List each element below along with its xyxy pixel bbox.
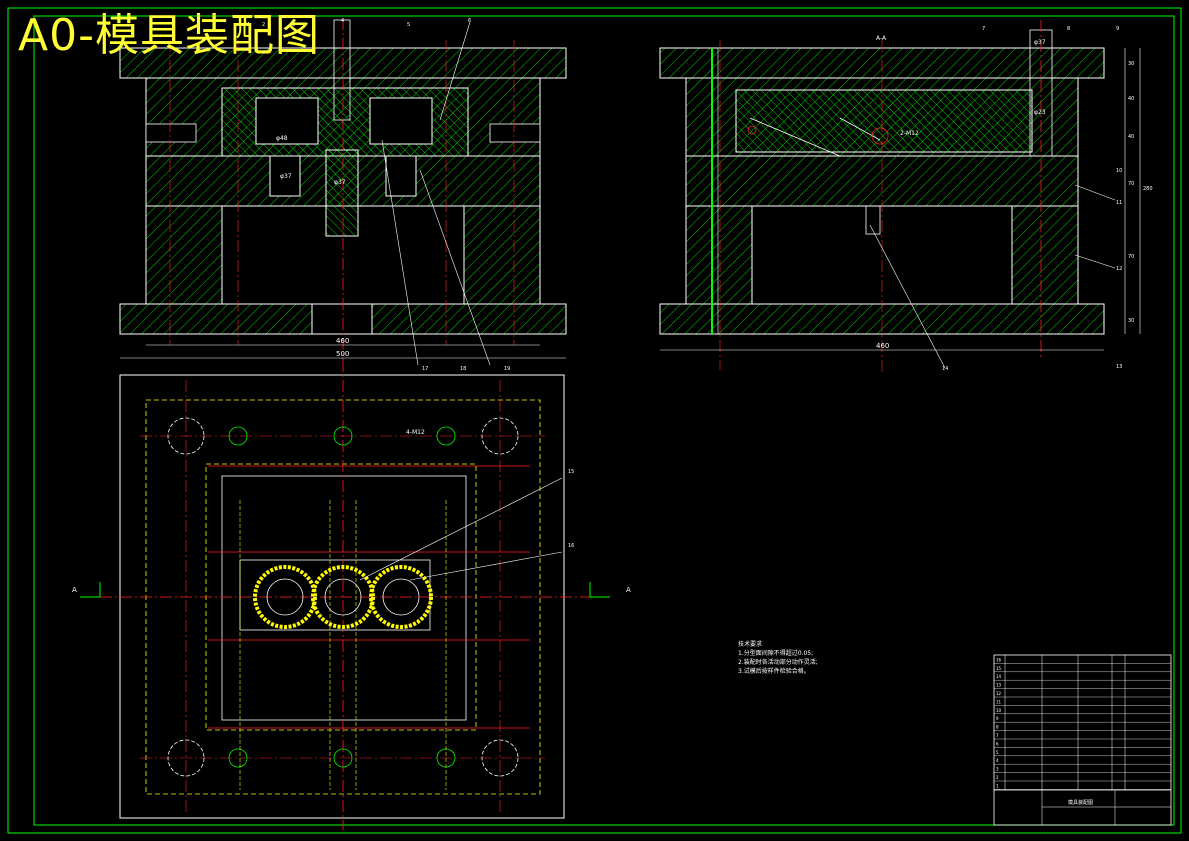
title-block-row-number: 5: [996, 750, 999, 755]
side-dimension: 30: [1128, 61, 1134, 67]
dim-front-outer: 500: [336, 350, 349, 358]
hole-callout: φ37: [1034, 39, 1046, 46]
section-marker-right: A: [626, 586, 631, 594]
title-block: 16 15 14 13 12 11 10 9 8 7 6 5 4 3 2 1: [993, 654, 1172, 826]
tech-notes: 技术要求 1.分型面间隙不得超过0.05; 2.装配时各活动部分动作灵活; 3.…: [738, 640, 818, 676]
side-dimension: 30: [1128, 318, 1134, 324]
part-number: 16: [568, 543, 574, 549]
part-number: 12: [1116, 266, 1122, 272]
part-number: 2: [262, 22, 265, 28]
tech-note-item: 1.分型面间隙不得超过0.05;: [738, 650, 814, 657]
title-block-row-number: 10: [996, 708, 1002, 713]
part-number: 1: [247, 22, 250, 28]
title-block-row-number: 1: [996, 783, 999, 788]
part-number: 11: [1116, 200, 1122, 206]
part-number: 17: [422, 366, 428, 372]
tech-note-item: 2.装配时各活动部分动作灵活;: [738, 659, 818, 666]
part-number: 13: [1116, 364, 1122, 370]
front-section-view: [119, 18, 567, 366]
title-block-row-number: 15: [996, 666, 1002, 671]
title-block-row-number: 8: [996, 725, 999, 730]
part-number: 18: [460, 366, 466, 372]
title-block-row-number: 4: [996, 758, 999, 763]
title-block-row-number: 12: [996, 691, 1002, 696]
title-block-row-number: 13: [996, 683, 1002, 688]
part-number: 9: [1116, 26, 1119, 32]
plan-view: [80, 360, 610, 830]
part-number: 4: [341, 18, 344, 24]
side-dimension: 40: [1128, 134, 1134, 140]
inner-frame: [33, 15, 1175, 826]
part-number: 3: [292, 22, 295, 28]
title-block-row-number: 7: [996, 733, 999, 738]
part-number: 10: [1116, 168, 1122, 174]
title-block-row-number: 11: [996, 699, 1002, 704]
side-dimension: 70: [1128, 254, 1134, 260]
title-block-row-number: 16: [996, 657, 1002, 662]
outer-frame: [7, 7, 1182, 834]
section-marker-left: A: [72, 586, 77, 594]
part-number: 5: [407, 22, 410, 28]
title-block-row-number: 14: [996, 674, 1002, 679]
part-number: 14: [942, 366, 948, 372]
part-number: 6: [468, 18, 471, 24]
hole-callout: φ48: [276, 135, 288, 142]
side-dimension: 40: [1128, 96, 1134, 102]
section-label: A-A: [876, 35, 887, 42]
hole-callout: φ23: [1034, 109, 1046, 116]
title-block-row-number: 6: [996, 741, 999, 746]
side-dimension: 70: [1128, 181, 1134, 187]
part-number: 8: [1067, 26, 1070, 32]
dim-front-inner: 460: [336, 337, 349, 345]
part-number: 15: [568, 469, 574, 475]
side-section-view: [659, 20, 1141, 375]
side-dimension: 280: [1143, 186, 1153, 192]
title-block-row-number: 9: [996, 716, 999, 721]
part-number: 19: [504, 366, 510, 372]
title-block-row-number: 3: [996, 767, 999, 772]
title-block-row-number: 2: [996, 775, 999, 780]
hole-callout: φ37: [280, 173, 292, 180]
title-block-name: 模具装配图: [1068, 799, 1093, 806]
part-number: 7: [982, 26, 985, 32]
drawing-title: A0-模具装配图: [18, 10, 320, 61]
dim-side-total: 460: [876, 342, 889, 350]
hole-callout: 2-M12: [900, 130, 919, 137]
hole-callout: φ37: [334, 179, 346, 186]
hole-callout: 4-M12: [406, 429, 425, 436]
tech-notes-heading: 技术要求: [738, 641, 763, 648]
tech-note-item: 3.试模后按样件检验合格。: [738, 668, 810, 675]
